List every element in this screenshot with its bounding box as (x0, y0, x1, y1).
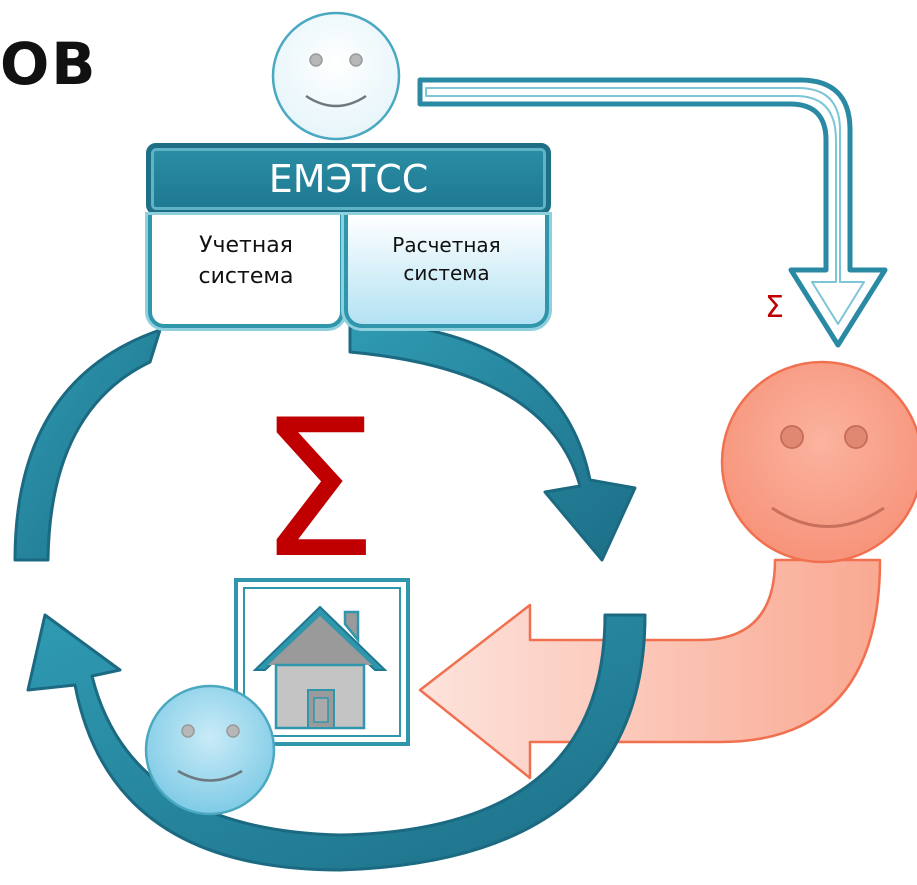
accounting-system-label: Учетная система (198, 233, 294, 289)
billing-system-label: Расчетная система (392, 233, 501, 285)
salmon-arrow (418, 558, 882, 780)
page-title-fragment: ОВ (0, 30, 98, 98)
smiley-face-icon (271, 11, 401, 141)
smiley-face-icon (720, 360, 917, 564)
outline-arrow (417, 77, 888, 348)
cycle-arrow-right (348, 318, 637, 562)
cycle-arrow-left-top (13, 328, 162, 562)
smiley-face-icon (144, 684, 276, 816)
emetss-label: ЕМЭТСС (268, 157, 429, 201)
house-icon (234, 578, 410, 746)
accounting-system-box: Учетная система (148, 215, 344, 328)
sigma-large-symbol: Σ (258, 379, 379, 600)
emetss-header-box: ЕМЭТСС (146, 143, 551, 215)
billing-system-box: Расчетная система (344, 215, 549, 328)
sigma-small-symbol: Σ (765, 290, 784, 325)
